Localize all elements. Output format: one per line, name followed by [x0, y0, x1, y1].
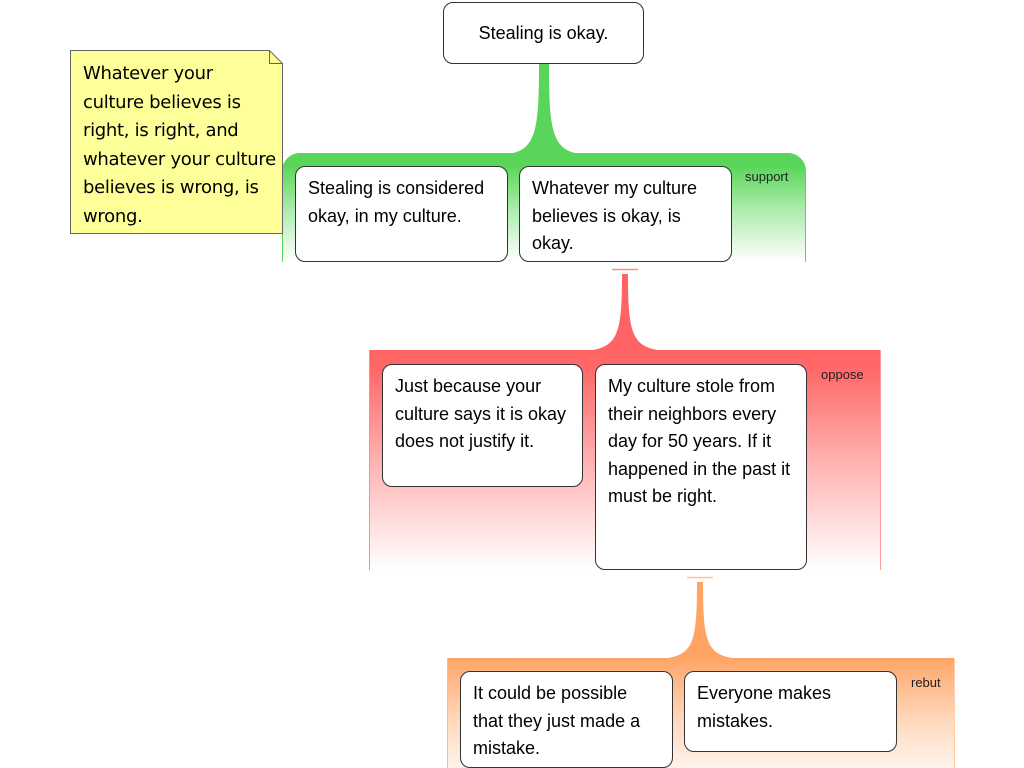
oppose-group-label: oppose — [821, 367, 864, 382]
oppose-premise-2[interactable]: My culture stole from their neighbors ev… — [595, 364, 807, 570]
premise-text: It could be possible that they just made… — [473, 683, 641, 758]
support-premise-1[interactable]: Stealing is considered okay, in my cultu… — [295, 166, 508, 262]
oppose-connector — [585, 274, 665, 351]
rebut-group-label: rebut — [911, 675, 941, 690]
rebut-premise-2[interactable]: Everyone makes mistakes. — [684, 671, 897, 752]
claim-text: Stealing is okay. — [478, 23, 609, 43]
premise-text: Just because your culture says it is oka… — [395, 376, 567, 451]
support-premise-2[interactable]: Whatever my culture believes is okay, is… — [519, 166, 732, 262]
rebut-premise-1[interactable]: It could be possible that they just made… — [460, 671, 673, 768]
claim-node[interactable]: Stealing is okay. — [443, 2, 644, 64]
premise-text: My culture stole from their neighbors ev… — [608, 376, 791, 506]
note-shape — [70, 50, 283, 234]
premise-text: Whatever my culture believes is okay, is… — [532, 178, 698, 253]
premise-text: Everyone makes mistakes. — [697, 683, 832, 731]
support-group-label: support — [745, 169, 789, 184]
rebut-connector — [660, 582, 740, 659]
sticky-note[interactable]: Whatever your culture believes is right,… — [70, 50, 283, 234]
oppose-premise-1[interactable]: Just because your culture says it is oka… — [382, 364, 583, 487]
support-connector — [508, 64, 580, 154]
note-text: Whatever your culture believes is right,… — [83, 63, 276, 227]
premise-text: Stealing is considered okay, in my cultu… — [308, 178, 485, 226]
